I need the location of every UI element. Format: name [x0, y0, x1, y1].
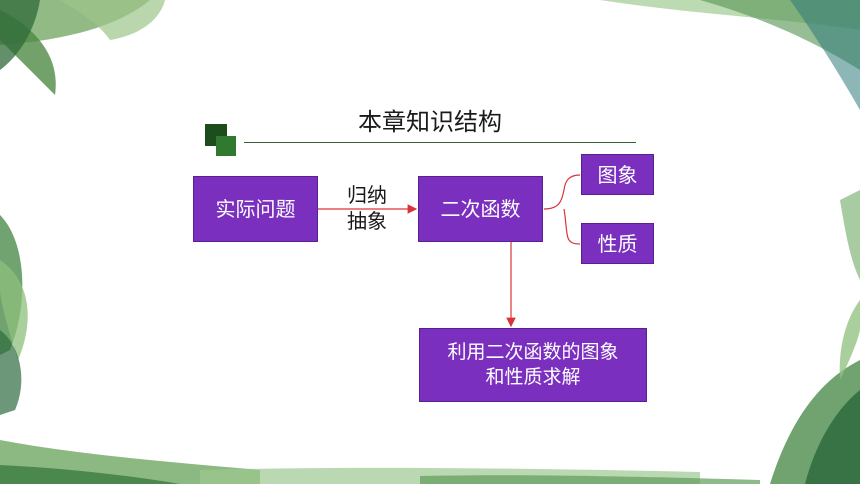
edge-label-line1: 归纳	[347, 183, 387, 207]
edge-label-line2: 抽象	[347, 209, 387, 233]
branch-brace	[543, 174, 581, 245]
node-solve-line2: 和性质求解	[485, 366, 581, 388]
title-underline	[244, 142, 636, 143]
slide-title: 本章知识结构	[358, 108, 502, 136]
node-quadratic-function: 二次函数	[418, 176, 543, 242]
logo-square-light	[216, 136, 236, 156]
node-real-problem: 实际问题	[193, 176, 318, 242]
node-solve-with-graph-and-property: 利用二次函数的图象 和性质求解	[419, 328, 647, 402]
edge-label-induction-abstraction: 归纳 抽象	[332, 182, 402, 234]
node-solve-line1: 利用二次函数的图象	[447, 341, 619, 364]
node-property: 性质	[581, 223, 654, 264]
node-graph: 图象	[581, 154, 654, 195]
